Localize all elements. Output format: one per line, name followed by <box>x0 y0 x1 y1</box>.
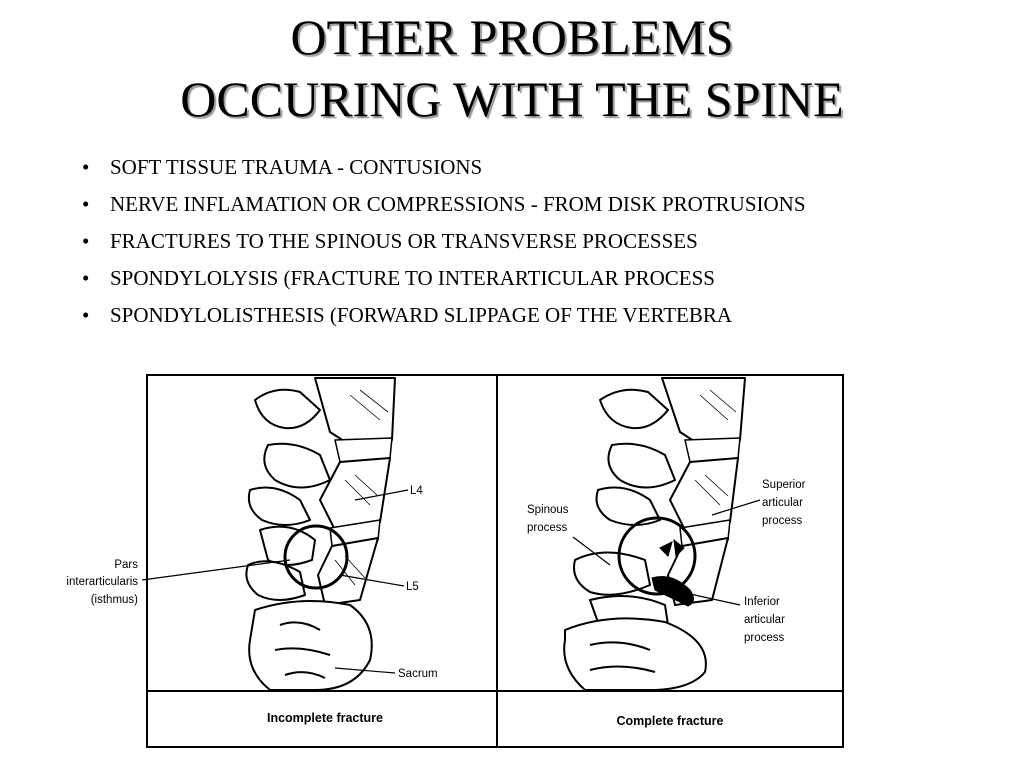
slide-title: OTHER PROBLEMS OCCURING WITH THE SPINE <box>0 6 1024 130</box>
figure-frame <box>146 374 844 748</box>
bullet-list: • SOFT TISSUE TRAUMA - CONTUSIONS • NERVE … <box>82 152 882 337</box>
label-superior-line1: Superior <box>762 479 806 491</box>
left-spine-illustration <box>245 377 396 691</box>
bullet-dot: • <box>82 266 90 290</box>
bullet-item: • FRACTURES TO THE SPINOUS OR TRANSVERSE … <box>82 226 882 256</box>
left-fracture-circle <box>283 524 349 590</box>
caption-complete-fracture: Complete fracture <box>617 714 724 728</box>
label-pars-line3: (isthmus) <box>91 594 138 606</box>
bullet-item: • SOFT TISSUE TRAUMA - CONTUSIONS <box>82 152 882 182</box>
label-pars-line1: Pars <box>114 559 138 571</box>
title-line-2: OCCURING WITH THE SPINE <box>180 71 844 127</box>
label-inferior-line3: process <box>744 632 785 644</box>
label-l4: L4 <box>410 485 423 497</box>
right-spine-illustration <box>563 377 746 691</box>
label-pars-line2: interarticularis <box>66 576 138 588</box>
label-superior-line3: process <box>762 515 803 527</box>
bullet-text: SPONDYLOLISTHESIS (FORWARD SLIPPAGE OF T… <box>110 303 733 327</box>
bullet-item: • SPONDYLOLYSIS (FRACTURE TO INTERARTICUL… <box>82 263 882 293</box>
bullet-dot: • <box>82 192 90 216</box>
bullet-dot: • <box>82 303 90 327</box>
bullet-text: SPONDYLOLYSIS (FRACTURE TO INTERARTICULA… <box>110 266 715 290</box>
label-superior-line2: articular <box>762 497 803 509</box>
label-inferior-line2: articular <box>744 614 785 626</box>
label-inferior-line1: Inferior <box>744 596 780 608</box>
label-l5: L5 <box>406 581 419 593</box>
bullet-dot: • <box>82 229 90 253</box>
title-line-1: OTHER PROBLEMS <box>290 9 734 65</box>
bullet-text: NERVE INFLAMATION OR COMPRESSIONS - FROM… <box>110 192 806 216</box>
bullet-text: FRACTURES TO THE SPINOUS OR TRANSVERSE P… <box>110 229 698 253</box>
label-sacrum: Sacrum <box>398 668 438 680</box>
bullet-item: • NERVE INFLAMATION OR COMPRESSIONS - FRO… <box>82 189 882 219</box>
bullet-item: • SPONDYLOLISTHESIS (FORWARD SLIPPAGE OF … <box>82 300 882 330</box>
label-spinous-line2: process <box>527 522 568 534</box>
bullet-dot: • <box>82 155 90 179</box>
left-leader-lines <box>141 489 409 674</box>
bullet-text: SOFT TISSUE TRAUMA - CONTUSIONS <box>110 155 483 179</box>
caption-incomplete-fracture: Incomplete fracture <box>267 711 383 725</box>
right-leader-lines <box>572 499 761 606</box>
label-spinous-line1: Spinous <box>527 504 569 516</box>
right-fracture-circle <box>617 516 697 596</box>
